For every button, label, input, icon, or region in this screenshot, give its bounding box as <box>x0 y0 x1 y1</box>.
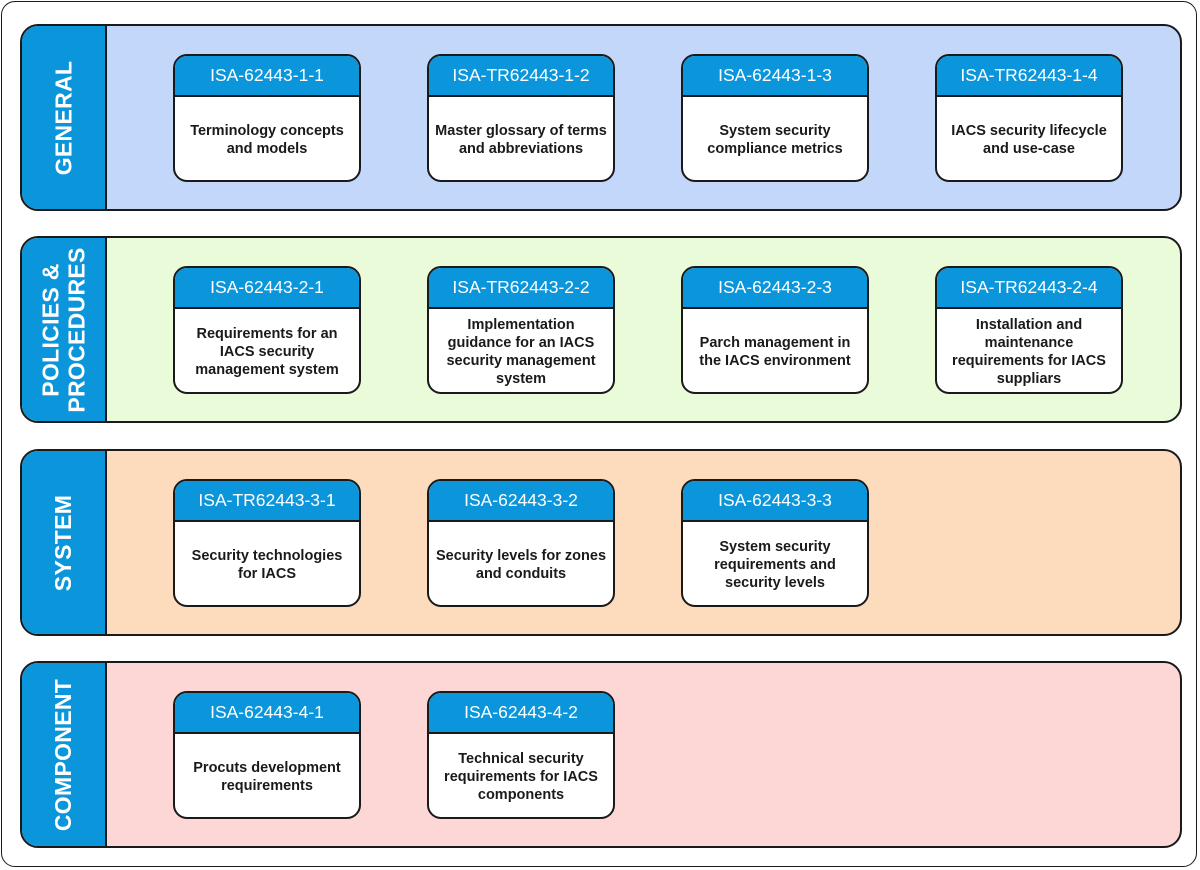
standard-description: System security compliance metrics <box>707 122 843 157</box>
row-label-line: GENERAL <box>50 60 77 175</box>
standard-description: Security technologies for IACS <box>191 547 343 582</box>
row-label-line: COMPONENT <box>50 678 77 831</box>
standard-description: Requirements for an IACS security manage… <box>195 325 339 378</box>
standard-id: ISA-TR62443-2-4 <box>937 268 1121 309</box>
standard-id: ISA-62443-4-1 <box>175 693 359 734</box>
standard-id: ISA-62443-4-2 <box>429 693 613 734</box>
row-label-policies-procedures: POLICIES & PROCEDURES <box>22 238 107 421</box>
row-policies-procedures: POLICIES & PROCEDURES ISA-62443-2-1 Requ… <box>20 236 1182 423</box>
standard-card: ISA-TR62443-1-2 Master glossary of terms… <box>427 54 615 182</box>
standard-card: ISA-62443-4-2 Technical security require… <box>427 691 615 819</box>
standard-description: Implementation guidance for an IACS secu… <box>446 316 596 387</box>
standard-id: ISA-62443-2-1 <box>175 268 359 309</box>
standard-id: ISA-62443-3-3 <box>683 481 867 522</box>
standard-card: ISA-62443-1-3 System security compliance… <box>681 54 869 182</box>
standard-card: ISA-TR62443-2-4 Installation and mainten… <box>935 266 1123 394</box>
standard-description: System security requirements and securit… <box>714 538 836 591</box>
standard-id: ISA-62443-1-3 <box>683 56 867 97</box>
standard-id: ISA-TR62443-3-1 <box>175 481 359 522</box>
standard-card: ISA-62443-2-3 Parch management in the IA… <box>681 266 869 394</box>
standard-card: ISA-TR62443-2-2 Implementation guidance … <box>427 266 615 394</box>
standard-card: ISA-62443-1-1 Terminology concepts and m… <box>173 54 361 182</box>
standard-id: ISA-TR62443-1-4 <box>937 56 1121 97</box>
row-general: GENERAL ISA-62443-1-1 Terminology concep… <box>20 24 1182 211</box>
standard-card: ISA-62443-4-1 Procuts development requir… <box>173 691 361 819</box>
row-label-system: SYSTEM <box>22 451 107 634</box>
standard-description: Master glossary of terms and abbreviatio… <box>435 122 607 157</box>
row-label-line: POLICIES & <box>37 262 64 397</box>
standard-id: ISA-62443-3-2 <box>429 481 613 522</box>
standard-description: Terminology concepts and models <box>190 122 344 157</box>
standard-card: ISA-62443-2-1 Requirements for an IACS s… <box>173 266 361 394</box>
row-label-component: COMPONENT <box>22 663 107 846</box>
standard-card: ISA-62443-3-3 System security requiremen… <box>681 479 869 607</box>
standard-description: Installation and maintenance requirement… <box>952 316 1106 387</box>
row-system: SYSTEM ISA-TR62443-3-1 Security technolo… <box>20 449 1182 636</box>
standard-description: Procuts development requirements <box>193 759 341 794</box>
standard-description: Security levels for zones and conduits <box>435 547 607 582</box>
standard-description: Parch management in the IACS environment <box>699 334 851 369</box>
row-label-line: PROCEDURES <box>63 246 90 413</box>
standard-description: Technical security requirements for IACS… <box>444 750 598 803</box>
standard-id: ISA-62443-2-3 <box>683 268 867 309</box>
standard-card: ISA-TR62443-3-1 Security technologies fo… <box>173 479 361 607</box>
standard-id: ISA-62443-1-1 <box>175 56 359 97</box>
row-label-line: SYSTEM <box>50 494 77 591</box>
standard-id: ISA-TR62443-1-2 <box>429 56 613 97</box>
standard-id: ISA-TR62443-2-2 <box>429 268 613 309</box>
row-label-general: GENERAL <box>22 26 107 209</box>
standard-card: ISA-62443-3-2 Security levels for zones … <box>427 479 615 607</box>
row-component: COMPONENT ISA-62443-4-1 Procuts developm… <box>20 661 1182 848</box>
standard-description: IACS security lifecycle and use-case <box>951 122 1107 157</box>
standard-card: ISA-TR62443-1-4 IACS security lifecycle … <box>935 54 1123 182</box>
